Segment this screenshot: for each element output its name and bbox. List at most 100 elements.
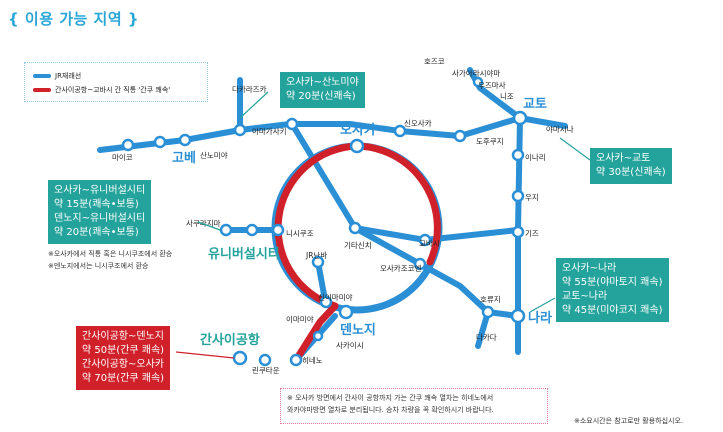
jr-lines [97, 67, 568, 363]
hub-label-kyoto: 교토 [523, 97, 547, 112]
info-box-kyoto: 오사카~교토 약 30분(신쾌속) [590, 148, 672, 184]
station-dot-horyuji [481, 305, 495, 319]
station-label-yamashina: 야마시나 [546, 124, 574, 134]
connector-sannomiya [239, 91, 269, 119]
station-dot-airport [232, 350, 248, 366]
legend-row-direct: 간사이공항~고바시 간 직통 '간쿠 쾌속' [33, 85, 170, 95]
station-dot-uzumasa [472, 76, 484, 88]
info-usj-time2: 약 20분(쾌속•보통) [54, 227, 139, 238]
hub-label-usj: 유니버설시티 [208, 246, 280, 262]
station-label-tofukuji: 도후쿠지 [476, 137, 504, 146]
express-to-airport [292, 302, 339, 364]
connector-kyoto [559, 137, 591, 161]
jr-line-swatch [33, 74, 51, 78]
legend-direct-label: 간사이공항~고바시 간 직통 '간쿠 쾌속' [55, 86, 171, 94]
station-dot-sakai [312, 330, 324, 342]
footer-note: ※소요시간은 참고로만 활용하십시오. [574, 417, 684, 425]
hub-labels: 고베 오사카 교토 유니버설시티 덴노지 나라 간사이공항 [172, 97, 552, 348]
info-nara-time2: 약 45분(미야코지 쾌속) [562, 305, 663, 316]
station-label-shinosaka: 신오사카 [404, 119, 432, 128]
station-label-amagasaki: 아마가사키 [252, 126, 287, 136]
station-label-uzumasa: 우즈마사 [478, 81, 506, 90]
station-dot-maiko [121, 138, 135, 152]
station-dot-kyoto [512, 110, 528, 126]
info-airport-route2: 간사이공항~오사카 [82, 359, 164, 370]
station-dot-kyobashi [418, 233, 432, 247]
warning-line-1: ※ 오사카 방면에서 간사이 공항까지 가는 간쿠 쾌속 열차는 히네노에서 [287, 394, 494, 402]
info-usj-time1: 약 15분(쾌속•보통) [54, 199, 139, 210]
station-label-hineno: 히네노 [302, 355, 323, 365]
station-labels: 마이코 산노미야 다카라즈카 아마가사키 신오사카 호즈코 사가아라시야마 우즈… [112, 57, 574, 375]
info-kyoto-route: 오사카~교토 [596, 153, 651, 164]
station-label-sakai: 사카이시 [336, 340, 364, 350]
line-kobe-kyoto [97, 115, 523, 153]
page-title: { 이용 가능 지역 } [8, 10, 140, 28]
station-dot-shinosaka [393, 124, 407, 138]
station-dot-kizu [511, 225, 525, 239]
express-loop-east [353, 142, 441, 266]
info-nara-time1: 약 55분(야마토지 쾌속) [562, 277, 663, 288]
station-dot-kitashinchi [348, 221, 362, 235]
line-namba [315, 259, 328, 303]
station-dot-osaka [349, 138, 365, 154]
info-box-nara: 오사카~나라 약 55분(야마토지 쾌속) 교토~나라 약 45분(미야코지 쾌… [556, 258, 669, 322]
station-label-shinimamiya: 신이마미야 [318, 292, 353, 302]
info-kyoto-time: 약 30분(신쾌속) [596, 167, 666, 178]
hub-label-tennoji: 덴노지 [340, 322, 376, 338]
info-box-sannomiya: 오사카~산노미야 약 20분(신쾌속) [280, 72, 365, 108]
info-sannomiya-time: 약 20분(신쾌속) [286, 91, 356, 102]
legend-jr-label: JR재래선 [55, 72, 82, 80]
station-dot-tofukuji [453, 129, 467, 143]
station-dot-inari [511, 148, 525, 162]
station-label-osakajokoen: 오사카조코엔 [380, 263, 421, 273]
info-airport-time2: 약 70분(간쿠 쾌속) [82, 373, 165, 384]
station-label-jrnamba: JR난바 [305, 250, 327, 260]
station-label-kitashinchi: 기타신치 [344, 241, 372, 250]
info-usj-route2: 덴노지~유니버설시티 [54, 213, 146, 224]
station-dot-tennoji [338, 304, 354, 320]
airport-express-line [274, 142, 441, 364]
station-label-hozuko: 호즈코 [424, 57, 445, 66]
station-dot-jrnamba [311, 255, 325, 269]
station-label-sannomiya: 산노미야 [200, 150, 228, 160]
station-label-takarazuka: 다카라즈카 [232, 85, 267, 94]
station-label-uji: 우지 [525, 193, 539, 202]
map-legend: JR재래선 간사이공항~고바시 간 직통 '간쿠 쾌속' [24, 62, 208, 102]
info-box-usj: 오사카~유니버설시티 약 15분(쾌속•보통) 덴노지~유니버설시티 약 20분… [48, 180, 152, 244]
station-label-takada: 다카다 [476, 333, 497, 342]
line-kosei [517, 115, 568, 129]
express-loop-west [274, 142, 361, 310]
station-label-kizu: 기즈 [525, 229, 539, 238]
info-airport-time1: 약 50분(간쿠 쾌속) [82, 345, 165, 356]
station-dot-osaka-west [285, 117, 299, 131]
station-dot-sannomiya [178, 133, 192, 147]
station-dot-nishikujo [271, 223, 285, 237]
info-nara-route2: 교토~나라 [562, 291, 608, 302]
station-label-rinku: 린쿠타운 [252, 365, 280, 375]
station-dot-uji [511, 189, 525, 203]
station-markers [121, 76, 528, 367]
warning-line-2: 와카야마방면 열차로 분리됩니다. 승차 차량을 꼭 확인하시기 바랍니다. [287, 406, 494, 414]
station-label-inari: 이나리 [525, 152, 546, 162]
info-sannomiya-route: 오사카~산노미야 [286, 77, 359, 88]
station-label-maiko: 마이코 [112, 152, 133, 162]
station-dot-nara [510, 308, 526, 324]
callout-connectors [197, 91, 591, 313]
station-dot-osakajokoen [413, 257, 427, 271]
station-dot-kobe [153, 135, 167, 149]
hub-label-nara: 나라 [528, 310, 552, 326]
station-dot-shinimamiya [319, 295, 333, 309]
info-box-airport: 간사이공항~덴노지 약 50분(간쿠 쾌속) 간사이공항~오사카 약 70분(간… [76, 326, 171, 390]
hub-label-osaka: 오사카 [340, 122, 376, 138]
station-label-nishikujo: 니시쿠조 [286, 229, 314, 238]
legend-row-jr: JR재래선 [33, 71, 81, 81]
station-dot-hineno [289, 353, 303, 367]
hub-label-kobe: 고베 [172, 151, 196, 166]
station-label-sagaarashiyama: 사가아라시야마 [452, 68, 500, 78]
station-dot-rinku [258, 353, 272, 367]
station-dot-usj [245, 223, 259, 237]
station-dot-sakurajima [219, 223, 233, 237]
line-sagano [467, 67, 523, 121]
